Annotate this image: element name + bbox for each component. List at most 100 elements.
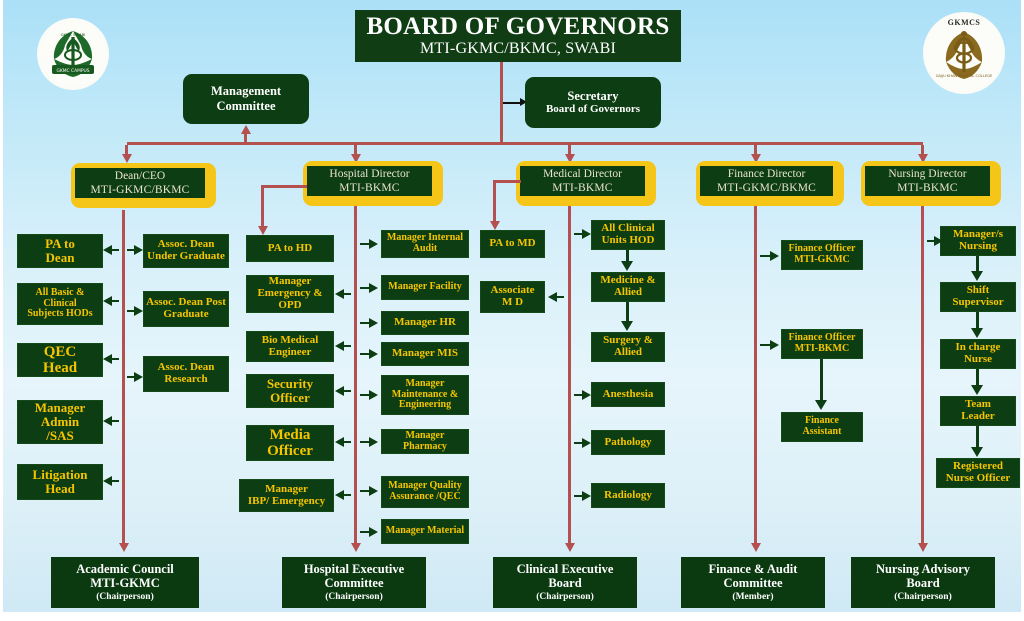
hospital-right-node-2[interactable]: Manager HR: [381, 311, 469, 335]
medical-right-node-5[interactable]: Radiology: [591, 483, 665, 508]
finance-arrowhead-icon: [751, 154, 761, 163]
director-medical[interactable]: Medical Director MTI-BKMC: [516, 161, 656, 206]
director-dean-line1: Dean/CEO: [114, 169, 166, 182]
medical-right-node-1[interactable]: Medicine &Allied: [591, 272, 665, 302]
nursing-spine: [921, 206, 924, 544]
medical-right-node-4[interactable]: Pathology: [591, 430, 665, 455]
medical-left-node-0[interactable]: PA to MD: [480, 230, 545, 258]
hosp-arrow-line-r2: [360, 322, 372, 324]
campus-seal-icon: GKMC CAMPUS GKMC SWABI: [41, 22, 105, 86]
dean-arrowhead-r1-icon: [134, 306, 143, 316]
dean-arrow-line-l2: [107, 358, 119, 360]
medical-spine: [568, 206, 571, 544]
director-finance[interactable]: Finance Director MTI-GKMC/BKMC: [696, 161, 844, 206]
secretary-node[interactable]: Secretary Board of Governors: [525, 77, 661, 128]
medical-arrowhead-r0-icon: [582, 229, 591, 239]
medical-right-node-2[interactable]: Surgery &Allied: [591, 332, 665, 362]
nursing-arrowhead-in-icon: [934, 236, 943, 246]
drop-hospital: [354, 145, 357, 155]
hosp-arrow-line-l5: [339, 494, 351, 496]
finance-chain-arrowhead-icon: [815, 400, 827, 410]
dean-arrow-line-l0: [107, 249, 119, 251]
nursing-arrowhead-icon: [918, 154, 928, 163]
finance-spine: [754, 206, 757, 544]
hosp-arrowhead-l5-icon: [335, 490, 344, 500]
hospital-left-node-0[interactable]: PA to HD: [246, 235, 334, 262]
dean-arrowhead-l0-icon: [103, 245, 112, 255]
director-finance-line2: MTI-GKMC/BKMC: [716, 182, 817, 194]
page-title-banner: BOARD OF GOVERNORS MTI-GKMC/BKMC, SWABI: [355, 10, 681, 62]
bottom-committee-role-2: (Chairperson): [536, 591, 594, 602]
finance-spine-arrowhead-icon: [751, 543, 761, 552]
director-dean-ceo[interactable]: Dean/CEO MTI-GKMC/BKMC: [71, 163, 216, 208]
hosp-arrow-line-r4: [360, 394, 372, 396]
hospital-right-node-1[interactable]: Manager Facility: [381, 275, 469, 300]
hospital-right-label-7: Manager Material: [385, 525, 465, 537]
director-hospital[interactable]: Hospital Director MTI-BKMC: [303, 161, 443, 206]
hosp-arrow-line-r5: [360, 441, 372, 443]
nursing-chain-arrowhead-2-icon: [971, 385, 983, 395]
director-nursing[interactable]: Nursing Director MTI-BKMC: [861, 161, 1001, 206]
medical-right-node-3[interactable]: Anesthesia: [591, 382, 665, 407]
management-arrowhead-icon: [241, 125, 251, 134]
hosp-arrowhead-r5-icon: [369, 437, 378, 447]
management-committee-node[interactable]: Management Committee: [183, 74, 309, 124]
hospital-right-node-3[interactable]: Manager MIS: [381, 342, 469, 366]
hosp-arrowhead-r0-icon: [369, 239, 378, 249]
hospital-right-node-5[interactable]: Manager Pharmacy: [381, 429, 469, 454]
medical-arrow-line-r3: [574, 394, 584, 396]
hospital-right-node-7[interactable]: Manager Material: [381, 519, 469, 544]
director-hospital-line1: Hospital Director: [329, 167, 410, 180]
hosp-arrow-line-r6: [360, 490, 372, 492]
page-title-line1: BOARD OF GOVERNORS: [366, 13, 670, 41]
nursing-arrow-line-in: [927, 240, 937, 242]
